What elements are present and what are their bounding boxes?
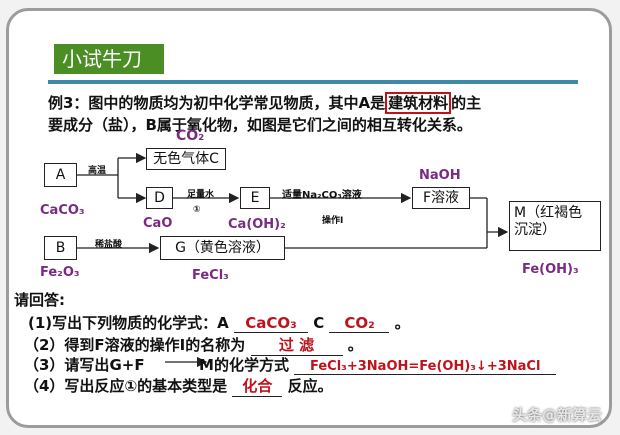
answer-op-value: 过 滤	[250, 334, 343, 356]
ans-feoh3: Fe(OH)₃	[522, 262, 579, 277]
answer-text: (1)写出下列物质的化学式：A	[28, 314, 229, 332]
label-caozuo: 操作I	[322, 216, 344, 226]
ans-co2: CO₂	[176, 128, 205, 144]
answer-text: M的化学方式	[199, 356, 289, 374]
question-line-1: 例3：图中的物质均为初中化学常见物质，其中A是建筑材料的主	[48, 92, 482, 114]
label-na2co3: 适量Na₂CO₃溶液	[282, 190, 362, 201]
ans-caoh2: Ca(OH)₂	[228, 217, 286, 232]
answers-intro: 请回答:	[14, 291, 65, 309]
question-text: 例3：图中的物质均为初中化学常见物质，其中	[48, 94, 359, 112]
highlight-keyword: 建筑材料	[385, 92, 452, 114]
answer-line-1: (1)写出下列物质的化学式：A CaCO₃ C CO₂ 。	[28, 312, 410, 333]
question-line-2: 要成分（盐），B属于氧化物，如图是它们之间的相互转化关系。	[48, 116, 472, 134]
question-text: 的主	[451, 94, 482, 112]
answer-a-value: CaCO₃	[234, 314, 308, 333]
box-E: E	[240, 187, 270, 209]
question-text: 是	[370, 94, 386, 112]
banner-underline	[48, 80, 578, 84]
label-xiyansuan: 稀盐酸	[95, 240, 123, 250]
box-B: B	[44, 236, 77, 260]
box-G: G（黄色溶液）	[160, 236, 285, 260]
answer-text: C	[313, 314, 325, 332]
answer-text: 反应。	[287, 377, 333, 395]
answer-line-4: （4）写出反应①的基本类型是 化合 反应。	[24, 375, 333, 397]
answer-text: 。	[394, 314, 410, 332]
box-D: D	[146, 187, 173, 209]
box-M: M（红褐色沉淀）	[509, 201, 601, 251]
answer-line-3: （3）请写出G+F M的化学方式 FeCl₃+3NaOH=Fe(OH)₃↓+3N…	[24, 354, 557, 375]
ans-naoh: NaOH	[419, 168, 461, 183]
answer-equation: FeCl₃+3NaOH=Fe(OH)₃↓+3NaCl	[294, 359, 557, 375]
label-gaowen: 高温	[88, 166, 107, 176]
answer-text: （3）请写出G+F	[24, 356, 145, 374]
ans-fe2o3: Fe₂O₃	[40, 265, 80, 280]
watermark: 头条@新算云	[511, 406, 602, 424]
answer-type-value: 化合	[232, 375, 283, 397]
answer-c-value: CO₂	[329, 314, 390, 333]
answer-text: 。	[347, 336, 363, 354]
box-F: F溶液	[412, 187, 470, 209]
ans-caco3: CaCO₃	[40, 203, 85, 218]
answer-line-2: （2）得到F溶液的操作I的名称为 过 滤 。	[24, 334, 363, 356]
ans-cao: CaO	[143, 216, 173, 231]
ans-fecl3: FeCl₃	[192, 268, 229, 283]
question-A: A	[358, 94, 371, 112]
box-A: A	[44, 163, 77, 187]
banner-title: 小试牛刀	[54, 44, 164, 74]
label-zuliangshui: 足量水	[187, 190, 215, 200]
answer-text: （4）写出反应①的基本类型是	[24, 377, 228, 395]
answer-text: （2）得到F溶液的操作I的名称为	[24, 336, 246, 354]
box-C: 无色气体C	[146, 148, 226, 170]
label-circle-1: ①	[193, 205, 201, 215]
